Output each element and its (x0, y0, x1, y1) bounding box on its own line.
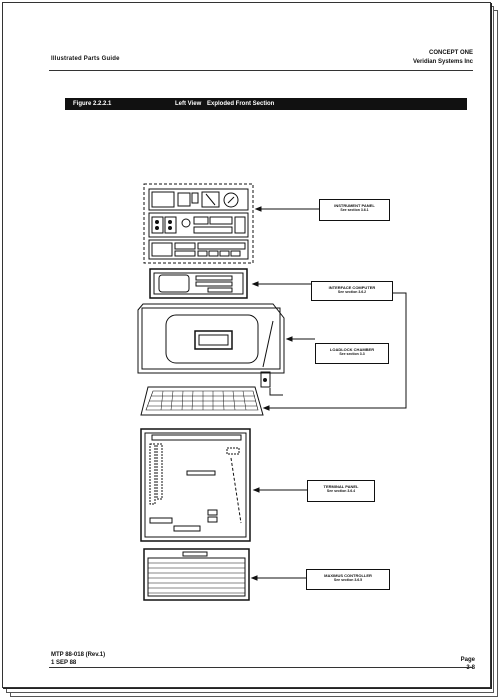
callout-title: INSTRUMENT PANEL (334, 203, 375, 208)
footer-page-label: Page (460, 657, 475, 663)
figure-title: Exploded Front Section (207, 101, 275, 107)
header-company-name: Veridian Systems Inc (412, 59, 473, 65)
callout-loadlock-chamber: LOADLOCK CHAMBER See section 3.3 (315, 343, 389, 364)
callout-terminal-panel: TERMINAL PANEL See section 3.6.4 (307, 480, 375, 502)
footer-rule (49, 667, 473, 668)
callout-reference: See section 3.6.1 (340, 208, 369, 212)
keyboard-drawing (140, 386, 264, 416)
figure-view: Left View (175, 101, 202, 107)
footer-page-info: Page 3-8 (461, 656, 475, 672)
instrument-panel-drawing (143, 183, 254, 264)
callout-title: TERMINAL PANEL (323, 484, 359, 489)
callout-instrument-panel: INSTRUMENT PANEL See section 3.6.1 (319, 199, 390, 221)
callout-reference: See section 3.6.2 (337, 290, 367, 294)
callout-title: LOADLOCK CHAMBER (329, 347, 375, 352)
callout-title: INTERFACE COMPUTER (328, 285, 376, 290)
document-page: Illustrated Parts Guide CONCEPT ONE Veri… (2, 2, 491, 688)
footer-date: 1 SEP 88 (51, 660, 77, 666)
callout-reference: See section 3.6.4 (326, 489, 356, 493)
figure-title-bar: Figure 2.2.2.1 Left View Exploded Front … (65, 98, 467, 110)
header-product: CONCEPT ONE (428, 50, 473, 56)
footer-page-number: 3-8 (466, 665, 475, 671)
header-title: Illustrated Parts Guide (51, 56, 120, 62)
terminal-panel-drawing (140, 428, 251, 542)
maximus-controller-drawing (143, 548, 250, 601)
callout-reference: See section 3.6.5 (333, 578, 363, 582)
footer-doc-number: MTP 88-018 (Rev.1) (51, 652, 106, 658)
header-company: CONCEPT ONE Veridian Systems Inc (413, 49, 473, 67)
callout-interface-computer: INTERFACE COMPUTER See section 3.6.2 (311, 281, 393, 301)
figure-number: Figure 2.2.2.1 (73, 101, 112, 107)
leader-lines (250, 206, 407, 581)
callout-title: MAXIMUS CONTROLLER (324, 573, 372, 578)
loadlock-chamber-drawing (137, 303, 285, 388)
footer-document-info: MTP 88-018 (Rev.1) 1 SEP 88 (51, 651, 105, 667)
callout-maximus-controller: MAXIMUS CONTROLLER See section 3.6.5 (306, 569, 390, 590)
header-rule (49, 70, 473, 71)
exploded-diagram (137, 183, 407, 601)
interface-computer-drawing (149, 268, 248, 299)
callout-reference: See section 3.3 (339, 352, 365, 356)
